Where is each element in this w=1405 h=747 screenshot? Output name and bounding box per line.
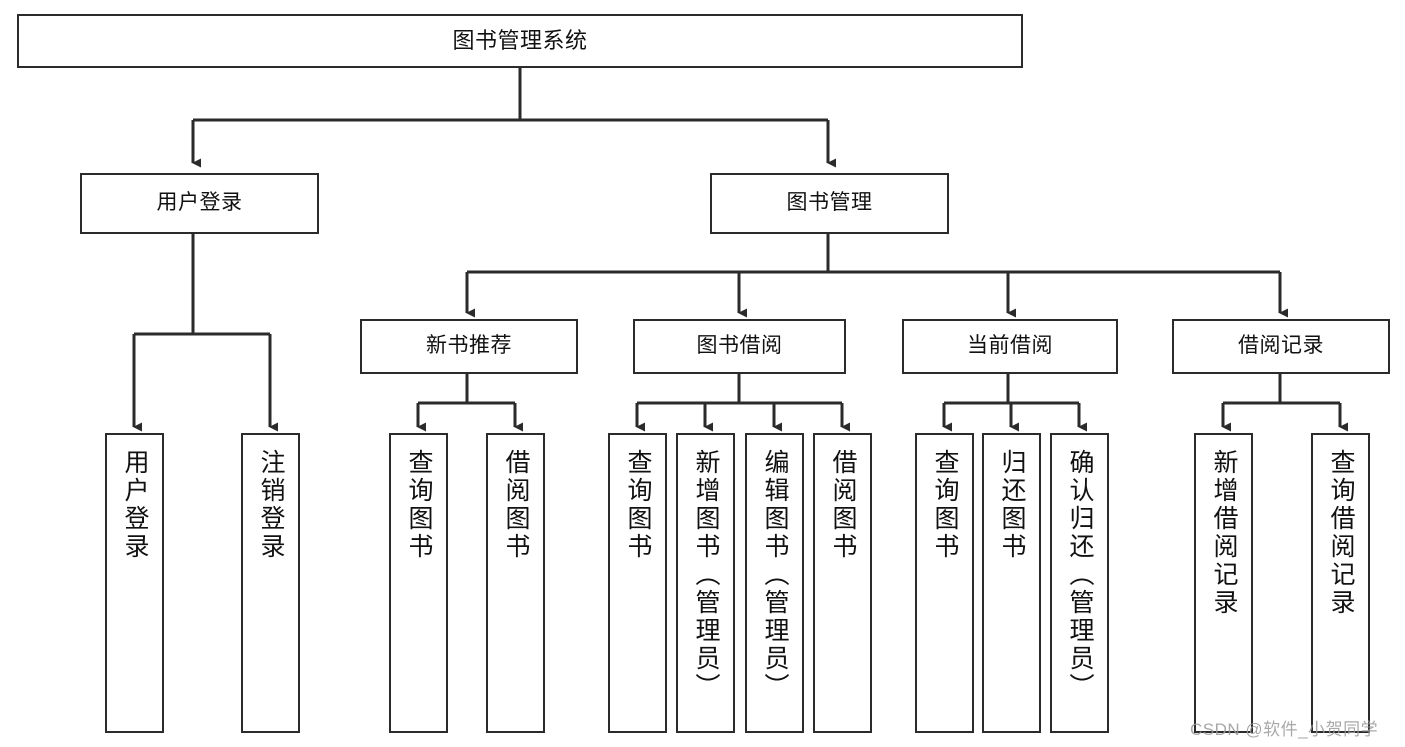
- leaf-query-book-2-label: 查询图书: [624, 449, 652, 561]
- leaf-return-book-label: 归还图书: [998, 449, 1026, 561]
- node-root-label: 图书管理系统: [452, 28, 588, 54]
- leaf-confirm-return[interactable]: 确认归还（管理员）: [1050, 433, 1109, 733]
- node-borrow-record-label: 借阅记录: [1238, 334, 1324, 358]
- leaf-query-book-1-label: 查询图书: [405, 449, 433, 561]
- leaf-return-book[interactable]: 归还图书: [982, 433, 1041, 733]
- leaf-add-record-label: 新增借阅记录: [1210, 449, 1238, 617]
- leaf-user-login[interactable]: 用户登录: [105, 433, 164, 733]
- leaf-edit-book[interactable]: 编辑图书（管理员）: [745, 433, 804, 733]
- node-user-login[interactable]: 用户登录: [80, 173, 319, 234]
- leaf-user-login-label: 用户登录: [121, 449, 149, 561]
- leaf-logout-login-label: 注销登录: [257, 449, 285, 561]
- csdn-watermark: CSDN @软件_小贺同学: [1190, 720, 1379, 739]
- leaf-query-book-1[interactable]: 查询图书: [389, 433, 448, 733]
- node-user-login-label: 用户登录: [156, 191, 243, 215]
- leaf-edit-book-label: 编辑图书（管理员）: [761, 449, 789, 701]
- leaf-borrow-book-1-label: 借阅图书: [502, 449, 530, 561]
- node-root[interactable]: 图书管理系统: [17, 14, 1023, 68]
- leaf-borrow-book-2[interactable]: 借阅图书: [813, 433, 872, 733]
- leaf-borrow-book-1[interactable]: 借阅图书: [486, 433, 545, 733]
- node-book-management[interactable]: 图书管理: [710, 173, 949, 234]
- leaf-borrow-book-2-label: 借阅图书: [829, 449, 857, 561]
- node-book-borrow-label: 图书借阅: [696, 334, 783, 358]
- node-current-borrow[interactable]: 当前借阅: [902, 319, 1118, 374]
- node-current-borrow-label: 当前借阅: [967, 334, 1053, 358]
- leaf-add-book[interactable]: 新增图书（管理员）: [676, 433, 735, 733]
- node-new-book-recommend-label: 新书推荐: [426, 334, 512, 358]
- leaf-query-book-3[interactable]: 查询图书: [915, 433, 974, 733]
- leaf-add-record[interactable]: 新增借阅记录: [1194, 433, 1253, 733]
- leaf-add-book-label: 新增图书（管理员）: [692, 449, 720, 701]
- leaf-query-book-3-label: 查询图书: [931, 449, 959, 561]
- node-book-management-label: 图书管理: [786, 191, 873, 215]
- leaf-query-record-label: 查询借阅记录: [1327, 449, 1355, 617]
- node-book-borrow[interactable]: 图书借阅: [633, 319, 846, 374]
- node-borrow-record[interactable]: 借阅记录: [1172, 319, 1390, 374]
- leaf-confirm-return-label: 确认归还（管理员）: [1066, 449, 1094, 701]
- leaf-query-book-2[interactable]: 查询图书: [608, 433, 667, 733]
- leaf-query-record[interactable]: 查询借阅记录: [1311, 433, 1370, 733]
- node-new-book-recommend[interactable]: 新书推荐: [360, 319, 578, 374]
- leaf-logout-login[interactable]: 注销登录: [241, 433, 300, 733]
